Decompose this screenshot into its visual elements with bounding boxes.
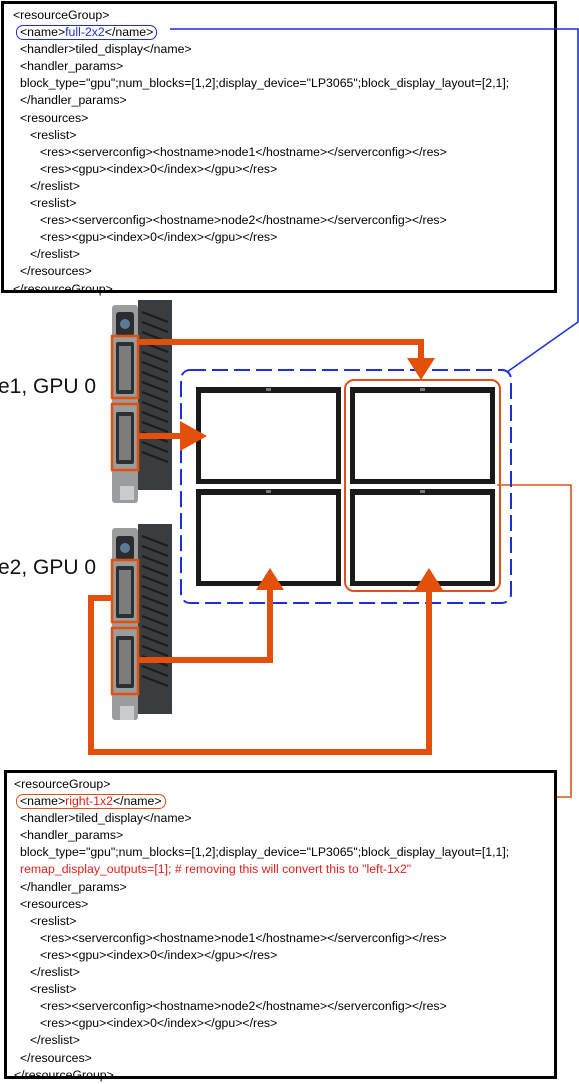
xml-line: </handler_params>	[7, 879, 554, 896]
xml-line: <resourceGroup>	[7, 776, 554, 793]
xml-line: <handler>tiled_display</name>	[7, 810, 554, 827]
xml-line: <reslist>	[7, 913, 554, 930]
monitor-top-left	[196, 387, 341, 484]
node1-gpu-label: e1, GPU 0	[0, 375, 96, 399]
xml-line: </reslist>	[7, 964, 554, 981]
node2-gpu-label: e2, GPU 0	[0, 556, 96, 580]
xml-line: <resources>	[7, 896, 554, 913]
xml-line: </reslist>	[7, 1032, 554, 1049]
xml-line: <res><gpu><index>0</index></gpu></res>	[7, 1015, 554, 1032]
group-name-right: right-1x2	[65, 794, 113, 808]
xml-line: block_type="gpu";num_blocks=[1,2];displa…	[7, 844, 554, 861]
name-highlight-right: <name>right-1x2</name>	[16, 794, 166, 809]
xml-remap-line: remap_display_outputs=[1]; # removing th…	[7, 861, 554, 878]
monitor-bottom-right	[350, 489, 495, 586]
xml-line: <res><serverconfig><hostname>node1</host…	[7, 930, 554, 947]
xml-line: <res><gpu><index>0</index></gpu></res>	[7, 947, 554, 964]
gpu-card-node2	[112, 524, 172, 720]
xml-line: <handler_params>	[7, 827, 554, 844]
monitor-top-right	[350, 387, 495, 484]
xml-line: </resources>	[7, 1050, 554, 1067]
xml-name-line: <name>right-1x2</name>	[7, 793, 554, 810]
xml-line: </resourceGroup>	[7, 1067, 554, 1084]
xml-resource-group-right: <resourceGroup> <name>right-1x2</name> <…	[4, 770, 557, 1079]
cable-node1-out0	[138, 342, 421, 358]
xml-line: <res><serverconfig><hostname>node2</host…	[7, 998, 554, 1015]
name-close-tag: </name>	[113, 794, 162, 808]
name-open-tag: <name>	[20, 794, 65, 808]
full-group-leader-line	[170, 29, 578, 372]
gpu-card-node1	[112, 300, 172, 503]
xml-line: <reslist>	[7, 981, 554, 998]
